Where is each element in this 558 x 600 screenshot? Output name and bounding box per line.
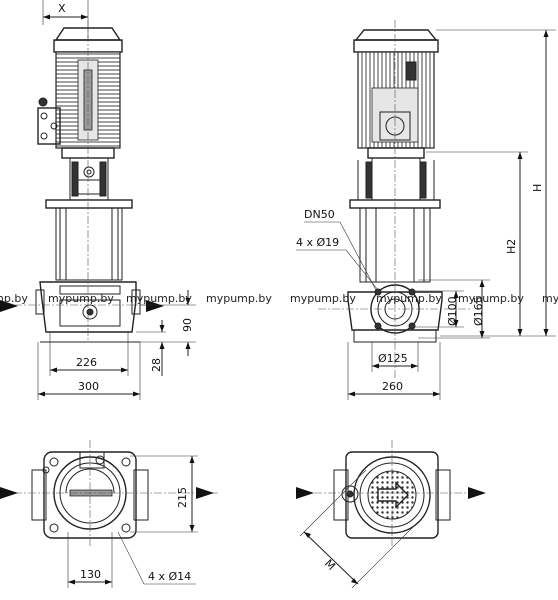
dim-d165-label: Ø165 bbox=[472, 296, 485, 326]
dim-260-label: 260 bbox=[382, 380, 403, 393]
dim-90-label: 90 bbox=[181, 318, 194, 332]
watermark-text: mypump.by bbox=[206, 292, 272, 305]
watermark-text: mypump.by bbox=[126, 292, 192, 305]
watermark-text-edge: my bbox=[542, 292, 558, 305]
dim-m-label: M bbox=[322, 557, 338, 573]
dim-d100-label: Ø100 bbox=[446, 296, 459, 326]
dim-300-label: 300 bbox=[78, 380, 99, 393]
dim-28-label: 28 bbox=[150, 358, 163, 372]
outlet-arrow-right-icon bbox=[468, 487, 486, 499]
inlet-arrow-bottom-icon bbox=[0, 487, 18, 499]
top-view-right: M bbox=[296, 440, 486, 589]
watermark-text: mypump.by bbox=[48, 292, 114, 305]
dim-d125-label: Ø125 bbox=[378, 352, 408, 365]
inlet-arrow-right-icon bbox=[296, 487, 314, 499]
bolts-bottom-label: 4 x Ø14 bbox=[148, 570, 191, 583]
outlet-arrow-bottom-icon bbox=[196, 487, 214, 499]
side-view: DN50 4 x Ø19 H H2 Ø100 Ø165 bbox=[296, 20, 556, 400]
watermark-text: mypump.by bbox=[376, 292, 442, 305]
watermark-text: mypump.by bbox=[290, 292, 356, 305]
watermark-row: mypump.by mypump.by mypump.by mypump.by … bbox=[0, 292, 558, 305]
dim-x-label: X bbox=[58, 2, 66, 15]
watermark-text: mypump.by bbox=[458, 292, 524, 305]
dim-130-label: 130 bbox=[80, 568, 101, 581]
bolts-top-label: 4 x Ø19 bbox=[296, 236, 339, 249]
dim-h2-label: H2 bbox=[505, 239, 518, 254]
inlet-arrow-icon bbox=[0, 300, 18, 312]
front-view: X bbox=[0, 0, 196, 400]
dn50-label: DN50 bbox=[304, 208, 335, 221]
watermark-text: mypump.by bbox=[0, 292, 28, 305]
dim-215-label: 215 bbox=[176, 487, 189, 508]
dim-h-label: H bbox=[531, 184, 544, 192]
dim-226-label: 226 bbox=[76, 356, 97, 369]
top-view-left: 215 130 4 x Ø14 bbox=[0, 440, 220, 588]
outlet-arrow-icon bbox=[146, 300, 164, 312]
